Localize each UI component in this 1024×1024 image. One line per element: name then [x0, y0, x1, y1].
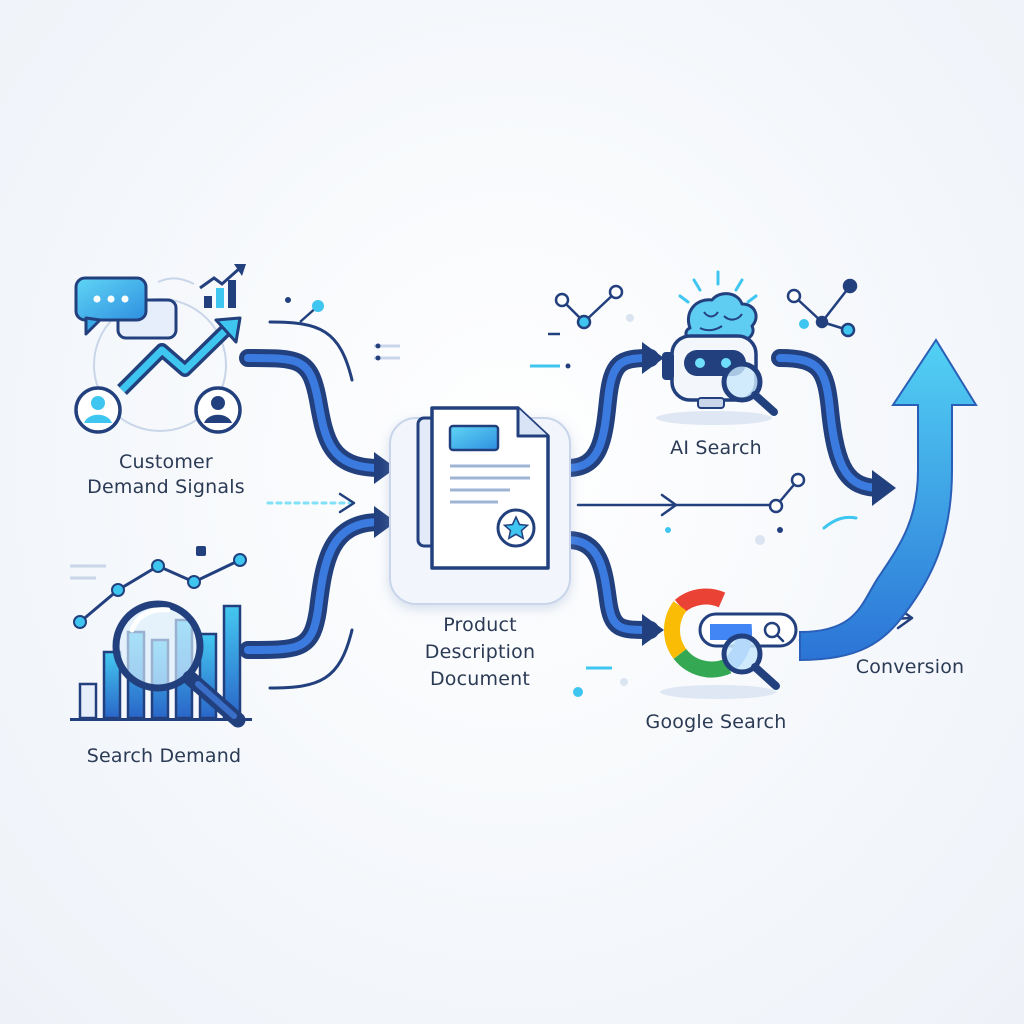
label-search-demand: Search Demand [64, 744, 264, 769]
customer-signals-icons [74, 264, 246, 434]
label-customer-line1: Customer [119, 451, 213, 473]
label-ai-search-text: AI Search [670, 437, 762, 459]
mini-bar-chart-icon [199, 264, 246, 308]
flow-connectors [239, 320, 914, 690]
decorative-nodes [285, 278, 858, 514]
label-conversion-text: Conversion [855, 656, 965, 678]
label-google-search-text: Google Search [645, 711, 787, 733]
magnifier-icon-ai [721, 361, 778, 416]
label-customer-demand-signals: Customer Demand Signals [86, 450, 246, 500]
user-avatar-icon-2 [194, 386, 242, 434]
document-star-icon [389, 406, 571, 605]
label-doc-line1: Product [443, 614, 517, 636]
label-doc-line3: Document [429, 668, 531, 690]
arrowhead-customer [374, 452, 396, 484]
brain-icon [678, 270, 758, 342]
trend-arrow-icon [117, 316, 242, 395]
arrowhead-ai [642, 342, 664, 374]
user-avatar-icon [74, 386, 122, 434]
label-search-demand-text: Search Demand [86, 745, 242, 767]
growth-arrow-icon [799, 338, 978, 662]
google-logo-icon [660, 588, 798, 699]
chat-bubbles-icon [74, 276, 178, 340]
ai-brain-robot-icon [656, 270, 778, 425]
arrowhead-google [642, 614, 664, 646]
label-conversion: Conversion [838, 655, 982, 680]
label-google-search: Google Search [626, 710, 806, 735]
decorative-dashes [374, 314, 858, 697]
search-demand-icons [70, 546, 252, 728]
label-doc-line2: Description [424, 641, 536, 663]
label-ai-search: AI Search [646, 436, 786, 461]
arrowhead-search [374, 506, 396, 538]
label-customer-line2: Demand Signals [87, 476, 245, 498]
magnifier-icon [112, 600, 246, 728]
arrowhead-conversion [872, 470, 896, 506]
magnifier-icon-google [721, 633, 780, 690]
label-product-description-document: Product Description Document [400, 612, 560, 693]
